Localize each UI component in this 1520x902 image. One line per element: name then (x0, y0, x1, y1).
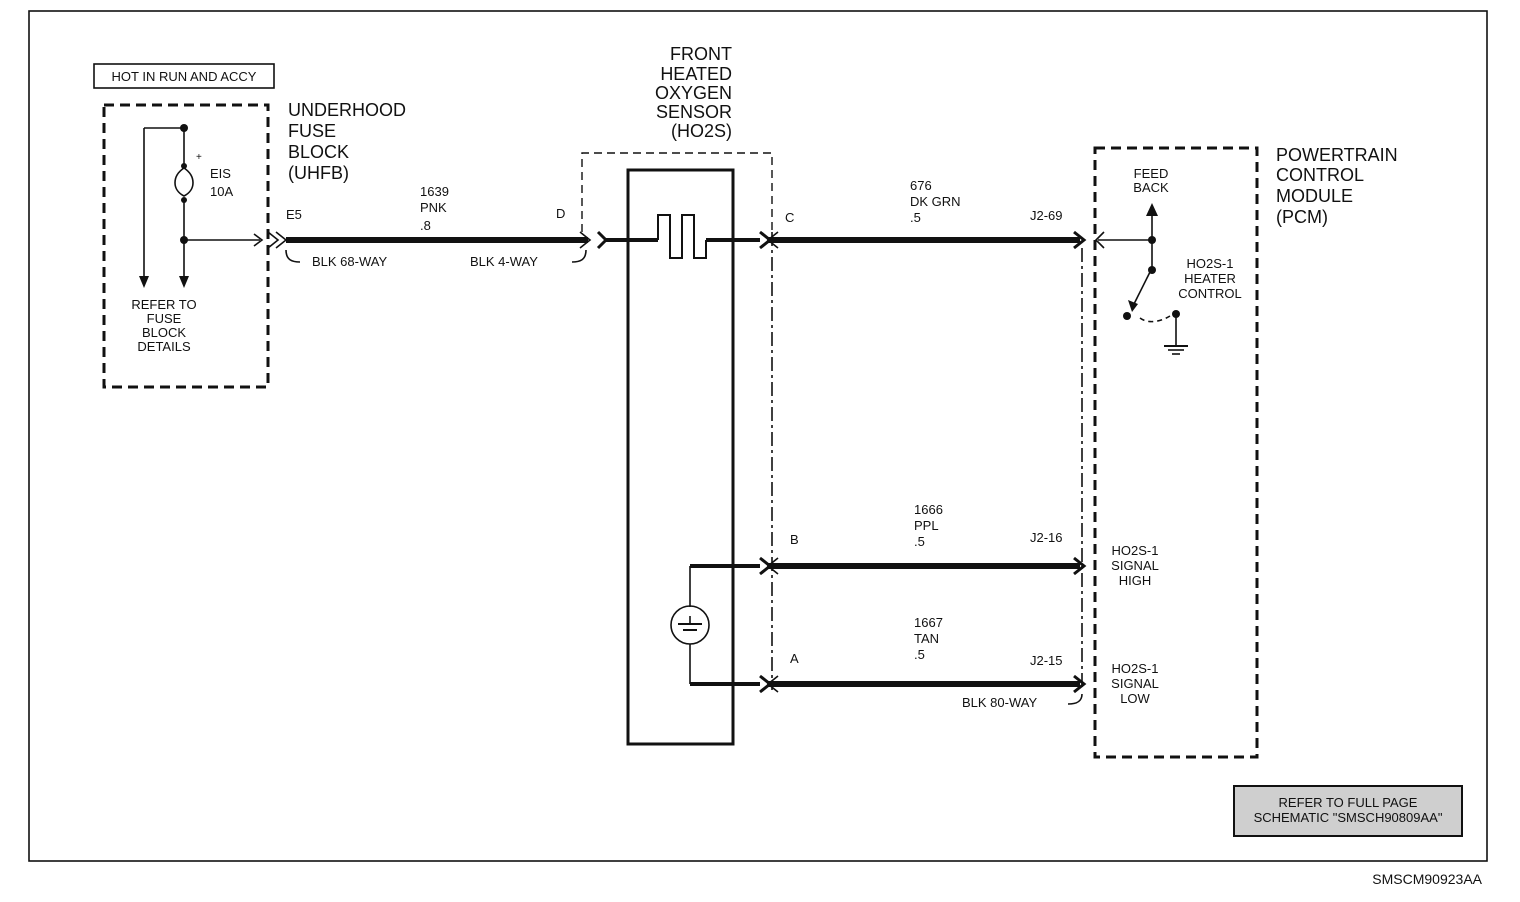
svg-text:UNDERHOOD: UNDERHOOD (288, 100, 406, 120)
svg-text:POWERTRAIN: POWERTRAIN (1276, 145, 1398, 165)
heater-element-icon (606, 214, 760, 259)
hot-label: HOT IN RUN AND ACCY (112, 69, 257, 84)
svg-text:LOW: LOW (1120, 691, 1150, 706)
pcm-feedback-circuit (1094, 203, 1188, 355)
svg-text:PNK: PNK (420, 200, 447, 215)
pcm-pin-j2-16: J2-16 (1030, 530, 1063, 545)
wire-1667-label: 1667 TAN .5 (914, 615, 943, 662)
pin-c: C (785, 210, 794, 225)
svg-text:BACK: BACK (1133, 180, 1169, 195)
uhfb-title: UNDERHOOD FUSE BLOCK (UHFB) (288, 100, 406, 183)
connector-blk4: BLK 4-WAY (470, 254, 538, 269)
pcm-signal-high-label: HO2S-1 SIGNAL HIGH (1111, 543, 1159, 588)
diagram-frame (28, 10, 1488, 862)
pcm-heater-control-label: HO2S-1 HEATER CONTROL (1178, 256, 1242, 301)
svg-text:FRONT: FRONT (670, 44, 732, 64)
pcm-pin-j2-69: J2-69 (1030, 208, 1063, 223)
wire-1666-label: 1666 PPL .5 (914, 502, 943, 549)
uhfb-terminal: E5 (286, 207, 302, 222)
svg-text:HEATED: HEATED (660, 64, 732, 84)
hot-label-box (93, 63, 275, 89)
svg-text:REFER TO: REFER TO (131, 297, 196, 312)
sensor-connector-boundary (581, 152, 773, 232)
svg-text:TAN: TAN (914, 631, 939, 646)
svg-text:HO2S-1: HO2S-1 (1112, 661, 1159, 676)
connector-blk80: BLK 80-WAY (962, 695, 1037, 710)
svg-text:+: + (196, 152, 202, 163)
svg-text:CONTROL: CONTROL (1276, 165, 1364, 185)
svg-text:BLOCK: BLOCK (142, 325, 186, 340)
sensor-body (626, 168, 735, 746)
svg-text:HO2S-1: HO2S-1 (1112, 543, 1159, 558)
svg-text:1667: 1667 (914, 615, 943, 630)
svg-text:1639: 1639 (420, 184, 449, 199)
pcm-title: POWERTRAIN CONTROL MODULE (PCM) (1276, 145, 1398, 227)
svg-text:SIGNAL: SIGNAL (1111, 558, 1159, 573)
svg-text:DETAILS: DETAILS (137, 339, 191, 354)
pcm-box (1093, 146, 1259, 759)
svg-text:FUSE: FUSE (288, 121, 336, 141)
uhfb-box (102, 103, 270, 389)
oxygen-sensing-cell-icon (670, 564, 760, 686)
sensor-title: FRONT HEATED OXYGEN SENSOR (HO2S) (655, 44, 732, 141)
svg-text:.5: .5 (914, 647, 925, 662)
refer-note-box (1233, 785, 1463, 837)
svg-text:DK GRN: DK GRN (910, 194, 961, 209)
svg-text:.8: .8 (420, 218, 431, 233)
svg-text:OXYGEN: OXYGEN (655, 83, 732, 103)
svg-text:HEATER: HEATER (1184, 271, 1236, 286)
svg-text:FUSE: FUSE (147, 311, 182, 326)
figure-id: SMSCM90923AA (1372, 871, 1482, 887)
svg-text:SENSOR: SENSOR (656, 102, 732, 122)
pin-d: D (556, 206, 565, 221)
refer-fuse-block: REFER TO FUSE BLOCK DETAILS (131, 297, 196, 354)
svg-text:SCHEMATIC "SMSCH90809AA": SCHEMATIC "SMSCH90809AA" (1254, 810, 1443, 825)
pcm-signal-low-label: HO2S-1 SIGNAL LOW (1111, 661, 1159, 706)
svg-text:SIGNAL: SIGNAL (1111, 676, 1159, 691)
svg-text:FEED: FEED (1134, 166, 1169, 181)
wire-676-label: 676 DK GRN .5 (910, 178, 961, 225)
pin-b: B (790, 532, 799, 547)
svg-text:MODULE: MODULE (1276, 186, 1353, 206)
svg-text:.5: .5 (914, 534, 925, 549)
pin-a: A (790, 651, 799, 666)
svg-text:(UHFB): (UHFB) (288, 163, 349, 183)
fuse-name: EIS (210, 166, 231, 181)
svg-text:(PCM): (PCM) (1276, 207, 1328, 227)
svg-text:REFER TO FULL PAGE: REFER TO FULL PAGE (1279, 795, 1418, 810)
svg-text:676: 676 (910, 178, 932, 193)
fuse-circuit: + (139, 124, 264, 288)
svg-text:BLOCK: BLOCK (288, 142, 349, 162)
svg-text:.5: .5 (910, 210, 921, 225)
connector-blk68: BLK 68-WAY (312, 254, 387, 269)
svg-text:CONTROL: CONTROL (1178, 286, 1242, 301)
svg-text:1666: 1666 (914, 502, 943, 517)
pcm-feedback-label: FEED BACK (1133, 166, 1169, 195)
svg-text:HO2S-1: HO2S-1 (1187, 256, 1234, 271)
pcm-pin-j2-15: J2-15 (1030, 653, 1063, 668)
svg-text:HIGH: HIGH (1119, 573, 1152, 588)
refer-note: REFER TO FULL PAGE SCHEMATIC "SMSCH90809… (1254, 795, 1443, 825)
svg-text:(HO2S): (HO2S) (671, 121, 732, 141)
wire-1639-label: 1639 PNK .8 (420, 184, 449, 233)
fuse-rating: 10A (210, 184, 233, 199)
svg-text:PPL: PPL (914, 518, 939, 533)
